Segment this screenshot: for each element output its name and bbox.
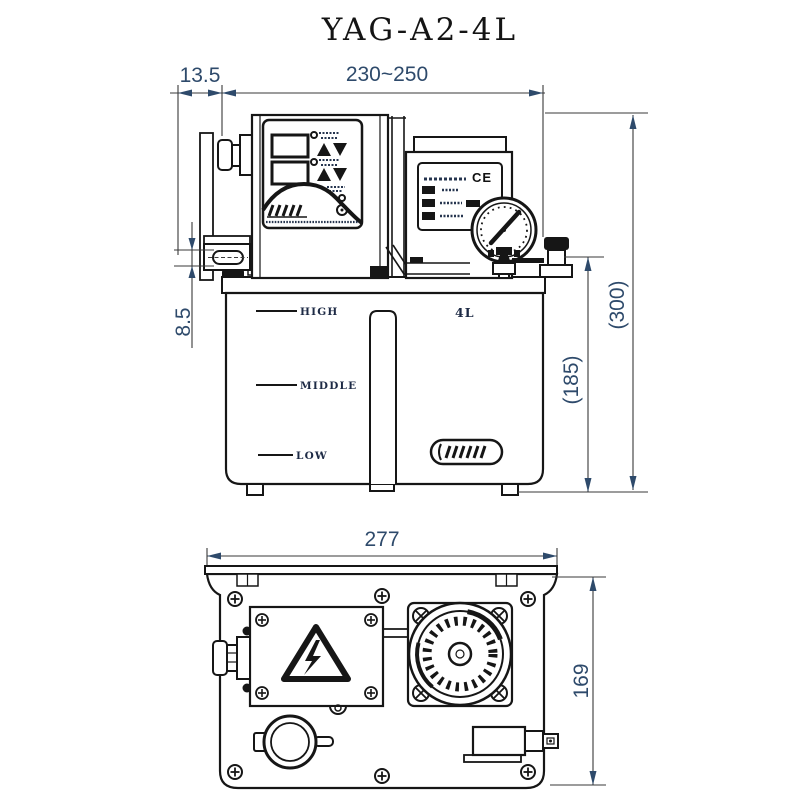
drawing-title: YAG-A2-4L — [321, 12, 518, 48]
top-flange — [204, 565, 558, 575]
down-arrow-icon-2 — [333, 168, 347, 181]
dim-width-range: 230~250 — [346, 63, 428, 86]
tank-foot-middle — [369, 483, 395, 492]
dim-total-height: (300) — [606, 280, 629, 329]
dim-body-width: 277 — [364, 528, 399, 551]
level-mark-high: HIGH — [256, 306, 339, 318]
top-dim-depth: 169 — [550, 576, 606, 786]
indicator-dot-1 — [310, 131, 318, 139]
dial-tick-ring — [422, 616, 498, 692]
front-dim-bracket: 8.5 — [172, 222, 214, 348]
down-arrow-icon — [333, 143, 347, 156]
outlet-fitting — [512, 237, 573, 278]
motor-assembly — [406, 601, 514, 708]
indicator-dot-2 — [310, 158, 318, 166]
tank-rim — [221, 276, 546, 294]
dim-tank-height: (185) — [560, 355, 583, 404]
mounting-tabs — [236, 573, 518, 587]
pump-unit: CE — [404, 136, 573, 280]
front-view: 13.5 230~250 HIGH MIDDLE LOW — [170, 63, 648, 496]
ce-mark: CE — [472, 170, 492, 185]
motor-top-cap — [413, 136, 507, 153]
dim-body-depth: 169 — [570, 663, 593, 698]
up-arrow-icon-2 — [317, 168, 331, 181]
motor-dial — [407, 601, 513, 707]
oil-tank: HIGH MIDDLE LOW 4L — [224, 291, 545, 496]
tank-foot-left — [246, 483, 264, 496]
display-window-2 — [270, 160, 310, 186]
body-screws — [227, 588, 536, 784]
level-mark-low-label: LOW — [296, 450, 328, 462]
cable-gland-front — [217, 134, 253, 176]
gauge-ticks — [480, 206, 528, 254]
control-unit — [250, 113, 390, 280]
top-view: 277 — [204, 528, 606, 790]
level-sight-glass — [369, 310, 397, 484]
front-dim-top: 13.5 230~250 — [170, 63, 545, 255]
cable-gland-top — [212, 636, 251, 680]
dim-bracket-height: 8.5 — [172, 307, 195, 336]
level-mark-middle: MIDDLE — [256, 380, 357, 392]
level-mark-high-label: HIGH — [300, 306, 339, 318]
wave-graphic — [261, 181, 364, 225]
tank-foot-right — [501, 483, 519, 496]
up-arrow-icon — [317, 143, 331, 156]
warning-triangle-icon — [281, 624, 351, 682]
outlet-fitting-top — [463, 725, 559, 763]
control-panel — [261, 118, 364, 230]
pressure-gauge — [470, 196, 538, 279]
level-mark-middle-label: MIDDLE — [300, 380, 357, 392]
display-window-1 — [270, 133, 310, 159]
gauge-needle — [488, 209, 522, 246]
panel-logo — [267, 204, 307, 218]
mounting-bracket — [199, 132, 251, 281]
capacity-label: 4L — [455, 305, 475, 320]
front-dim-heights: (185) (300) — [518, 112, 648, 493]
level-mark-low: LOW — [258, 450, 328, 462]
junction-box — [242, 605, 385, 715]
filler-cap-top — [253, 714, 334, 770]
lightning-bolt-icon — [304, 640, 321, 675]
brand-logo — [429, 438, 504, 466]
dim-mount-offset: 13.5 — [180, 64, 221, 87]
